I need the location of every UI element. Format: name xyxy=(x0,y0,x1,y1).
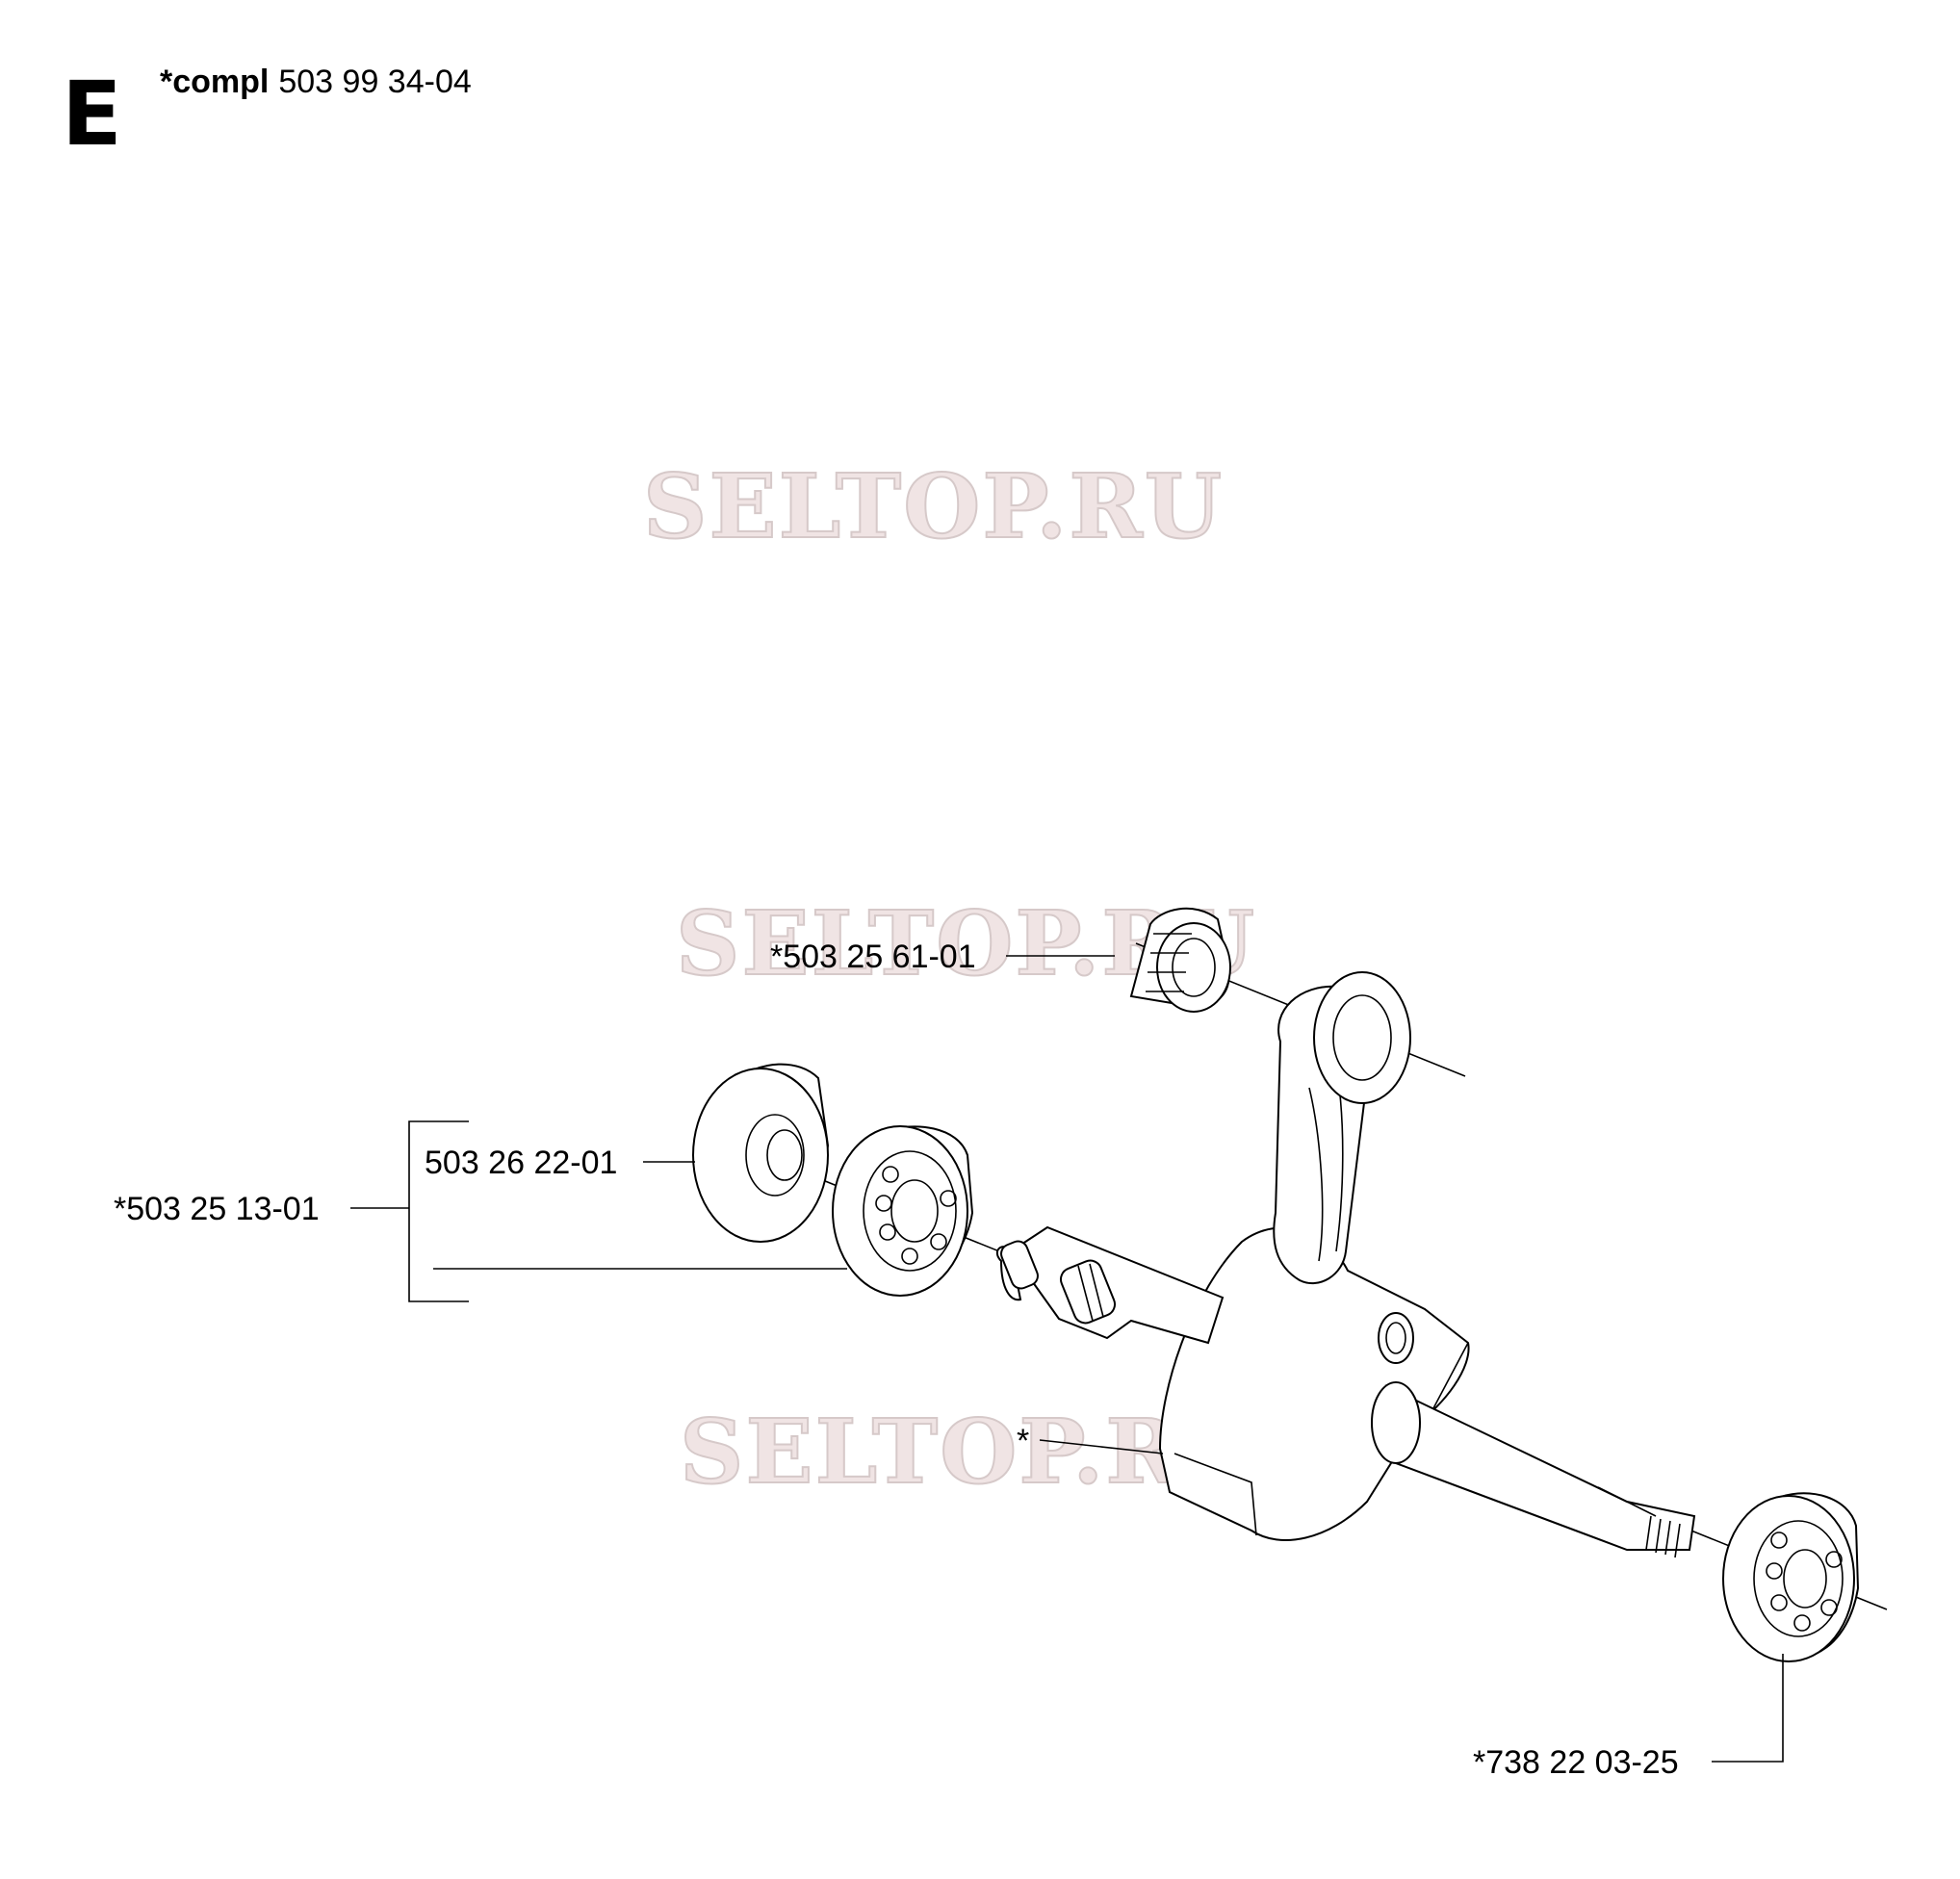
compl-prefix: *compl xyxy=(160,64,269,100)
label-ball-bearing-right: *738 22 03-25 xyxy=(1473,1744,1679,1781)
small-end-eye xyxy=(1313,971,1411,1104)
crankshaft xyxy=(995,1225,1696,1558)
watermark-top: SELTOP.RU xyxy=(643,454,1224,558)
label-needle-bearing: *503 25 61-01 xyxy=(770,939,976,975)
crank-pin-hole xyxy=(1378,1312,1414,1364)
compl-number: 503 99 34-04 xyxy=(278,64,471,100)
right-thread xyxy=(1645,1515,1681,1558)
label-bearing-kit: *503 25 13-01 xyxy=(114,1191,320,1227)
leader-ball-bearing-right xyxy=(1712,1654,1784,1763)
bearing-kit-bracket xyxy=(408,1120,469,1302)
section-letter: E xyxy=(62,63,122,166)
leader-crankshaft xyxy=(1039,1439,1164,1454)
left-ball-bearing xyxy=(832,1125,974,1297)
connecting-rod xyxy=(1273,971,1411,1285)
needle-bearing xyxy=(1129,907,1231,1013)
right-ball-bearing xyxy=(1722,1492,1860,1662)
label-crankshaft: * xyxy=(1017,1423,1029,1459)
seal xyxy=(692,1063,830,1243)
right-shaft-collar xyxy=(1371,1381,1421,1464)
left-thread xyxy=(1000,1240,1117,1325)
label-seal: 503 26 22-01 xyxy=(425,1145,617,1181)
